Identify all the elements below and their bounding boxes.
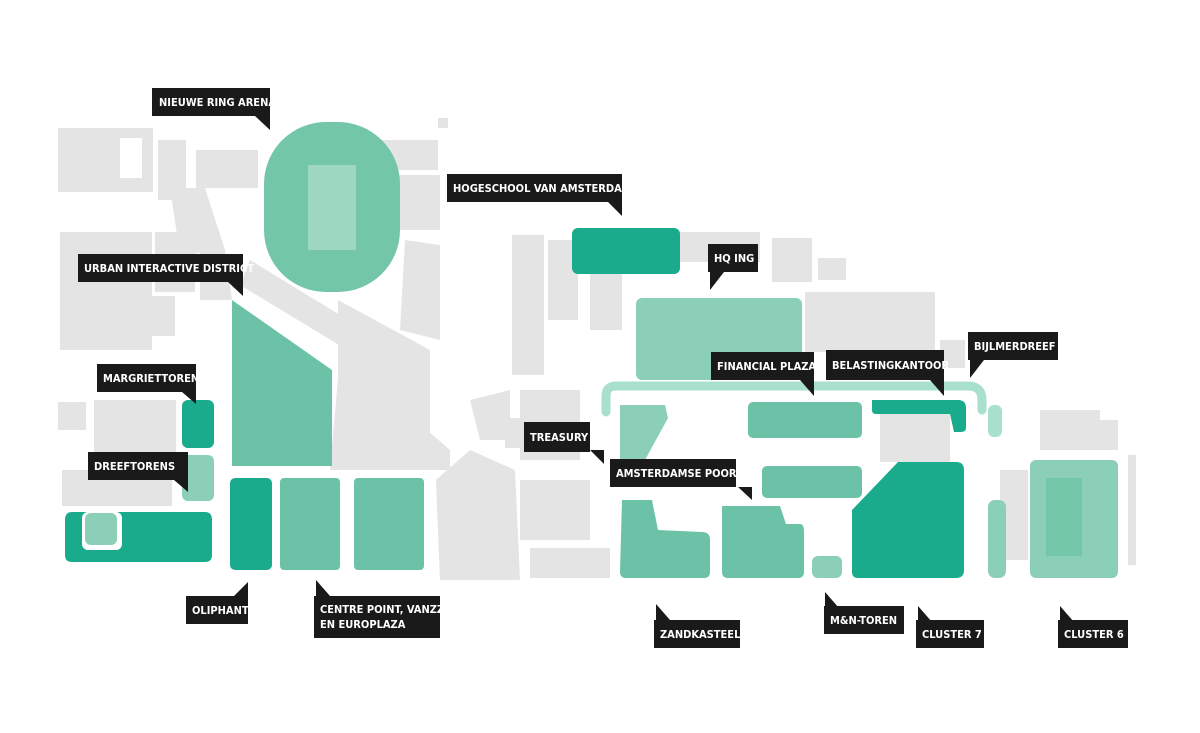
zandkasteel-building[interactable] bbox=[620, 500, 710, 578]
amsterdamse-poort-building[interactable] bbox=[762, 466, 862, 498]
europlaza-building[interactable] bbox=[354, 478, 424, 570]
belastingkantoor-building[interactable] bbox=[872, 400, 966, 432]
label-oliphant: OLIPHANT bbox=[186, 582, 249, 624]
bijlmerdreef-pillar bbox=[988, 500, 1006, 578]
centre-point-building[interactable] bbox=[280, 478, 340, 570]
oliphant-building[interactable] bbox=[230, 478, 272, 570]
label-margriettoren: MARGRIETTOREN bbox=[97, 364, 199, 404]
label-dreeftorens: DREEFTORENS bbox=[88, 452, 188, 492]
svg-text:CENTRE POINT, VANZZ: CENTRE POINT, VANZZ bbox=[320, 603, 444, 616]
label-nieuwe-ring-arena: NIEUWE RING ARENA bbox=[152, 88, 276, 130]
svg-text:DREEFTORENS: DREEFTORENS bbox=[94, 460, 175, 473]
label-belastingkantoor: BELASTINGKANTOOR bbox=[826, 350, 949, 396]
mn-toren-building[interactable] bbox=[812, 556, 842, 578]
label-cluster7: CLUSTER 7 bbox=[916, 606, 984, 648]
zandkasteel-east-building[interactable] bbox=[722, 506, 804, 578]
svg-text:CLUSTER 7: CLUSTER 7 bbox=[922, 628, 982, 641]
arena-pitch bbox=[308, 165, 356, 250]
cluster7-building[interactable] bbox=[852, 462, 964, 578]
dreeftorens-inner-building bbox=[85, 513, 117, 545]
urban-interactive-district-building[interactable] bbox=[232, 300, 332, 466]
svg-text:HQ ING: HQ ING bbox=[714, 252, 754, 265]
svg-text:ZANDKASTEEL: ZANDKASTEEL bbox=[660, 628, 741, 641]
svg-text:BIJLMERDREEF: BIJLMERDREEF bbox=[974, 340, 1056, 353]
label-urban-interactive-district: URBAN INTERACTIVE DISTRICT bbox=[78, 254, 254, 296]
treasury-building[interactable] bbox=[620, 405, 668, 460]
label-hq-ing: HQ ING bbox=[708, 244, 758, 290]
hogeschool-building[interactable] bbox=[572, 228, 680, 274]
svg-text:BELASTINGKANTOOR: BELASTINGKANTOOR bbox=[832, 359, 949, 372]
label-hogeschool: HOGESCHOOL VAN AMSTERDAM bbox=[447, 174, 632, 216]
svg-text:URBAN INTERACTIVE DISTRICT: URBAN INTERACTIVE DISTRICT bbox=[84, 262, 254, 275]
svg-text:EN EUROPLAZA: EN EUROPLAZA bbox=[320, 618, 406, 631]
dreeftorens-building[interactable] bbox=[182, 455, 214, 501]
svg-text:HOGESCHOOL VAN AMSTERDAM: HOGESCHOOL VAN AMSTERDAM bbox=[453, 182, 632, 195]
label-centre-point: CENTRE POINT, VANZZ EN EUROPLAZA bbox=[314, 580, 444, 638]
svg-text:M&N-TOREN: M&N-TOREN bbox=[830, 614, 897, 627]
bijlmerdreef-east-segment bbox=[988, 405, 1002, 437]
cluster6-inner bbox=[1046, 478, 1082, 556]
svg-text:NIEUWE RING ARENA: NIEUWE RING ARENA bbox=[159, 96, 276, 109]
svg-text:CLUSTER 6: CLUSTER 6 bbox=[1064, 628, 1124, 641]
svg-text:AMSTERDAMSE POORT: AMSTERDAMSE POORT bbox=[616, 467, 743, 480]
svg-text:MARGRIETTOREN: MARGRIETTOREN bbox=[103, 372, 199, 385]
bijlmerdreef-road bbox=[601, 381, 987, 417]
label-amsterdamse-poort: AMSTERDAMSE POORT bbox=[610, 459, 752, 500]
label-financial-plaza: FINANCIAL PLAZA bbox=[711, 352, 816, 396]
label-cluster6: CLUSTER 6 bbox=[1058, 606, 1128, 648]
financial-plaza-building[interactable] bbox=[748, 402, 862, 438]
label-treasury: TREASURY bbox=[524, 422, 604, 464]
label-bijlmerdreef: BIJLMERDREEF bbox=[968, 332, 1058, 378]
svg-text:OLIPHANT: OLIPHANT bbox=[192, 604, 249, 617]
label-zandkasteel: ZANDKASTEEL bbox=[654, 604, 741, 648]
label-mn-toren: M&N-TOREN bbox=[824, 592, 904, 634]
svg-text:TREASURY: TREASURY bbox=[530, 431, 589, 444]
svg-text:FINANCIAL PLAZA: FINANCIAL PLAZA bbox=[717, 360, 816, 373]
margriettoren-building[interactable] bbox=[182, 400, 214, 448]
